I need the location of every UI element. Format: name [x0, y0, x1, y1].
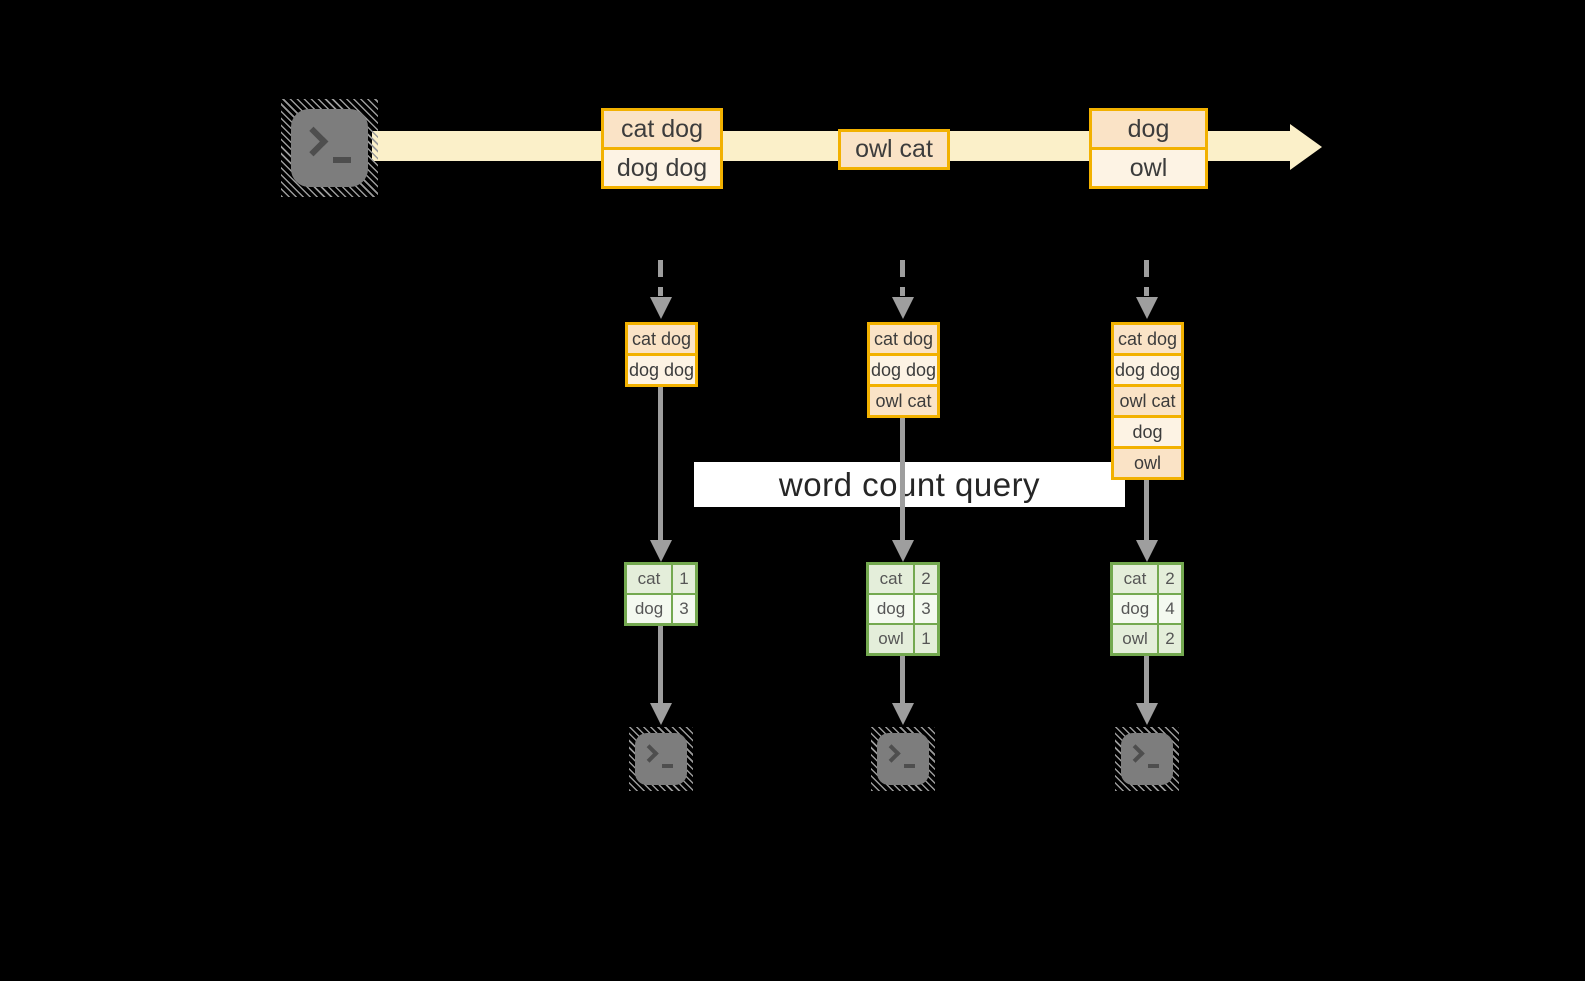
terminal-prompt-icon	[1126, 744, 1145, 763]
terminal-screen	[877, 733, 929, 785]
dashed-arrow-line	[900, 260, 905, 296]
sink-terminal-icon	[629, 727, 693, 791]
word-cell: cat	[627, 565, 671, 593]
state-box-1: cat dog dog dog	[625, 322, 698, 387]
state-row: dog dog	[870, 353, 937, 384]
arrowhead-icon	[892, 540, 914, 562]
terminal-cursor-icon	[904, 764, 915, 768]
record-row: dog dog	[604, 147, 720, 186]
dashed-arrowhead-icon	[1136, 297, 1158, 319]
count-cell: 1	[915, 625, 937, 653]
word-cell: owl	[1113, 625, 1157, 653]
connector-line	[658, 626, 663, 703]
count-cell: 2	[915, 565, 937, 593]
record-row: dog	[1092, 111, 1205, 147]
connector-line	[658, 387, 663, 540]
connector-line	[900, 418, 905, 540]
sink-terminal-icon	[871, 727, 935, 791]
connector-line	[1144, 480, 1149, 540]
count-cell: 4	[1159, 595, 1181, 623]
state-row: dog dog	[1114, 353, 1181, 384]
dashed-arrowhead-icon	[892, 297, 914, 319]
state-row: cat dog	[1114, 325, 1181, 353]
stream-batch-3: dog owl	[1089, 108, 1208, 189]
arrowhead-icon	[650, 540, 672, 562]
counts-table-2: cat 2 dog 3 owl 1	[866, 562, 940, 656]
word-cell: owl	[869, 625, 913, 653]
terminal-cursor-icon	[1148, 764, 1159, 768]
arrowhead-icon	[1136, 703, 1158, 725]
stream-batch-2: owl cat	[838, 129, 950, 170]
state-row: owl cat	[1114, 384, 1181, 415]
counts-table-1: cat 1 dog 3	[624, 562, 698, 626]
record-row: cat dog	[604, 111, 720, 147]
stream-batch-1: cat dog dog dog	[601, 108, 723, 189]
word-cell: cat	[1113, 565, 1157, 593]
dashed-arrow-line	[658, 260, 663, 296]
terminal-screen	[1121, 733, 1173, 785]
word-cell: dog	[627, 595, 671, 623]
state-row: owl cat	[870, 384, 937, 415]
count-cell: 3	[673, 595, 695, 623]
connector-line	[900, 656, 905, 703]
arrowhead-icon	[650, 703, 672, 725]
state-row: cat dog	[628, 325, 695, 353]
terminal-cursor-icon	[662, 764, 673, 768]
state-row: dog	[1114, 415, 1181, 446]
state-row: owl	[1114, 446, 1181, 477]
query-label: word count query	[778, 465, 1041, 503]
counts-table-3: cat 2 dog 4 owl 2	[1110, 562, 1184, 656]
source-terminal-icon	[281, 99, 378, 197]
stream-arrowhead-icon	[1290, 124, 1322, 170]
terminal-screen	[291, 109, 368, 187]
dashed-arrow-line	[1144, 260, 1149, 296]
dashed-arrowhead-icon	[650, 297, 672, 319]
terminal-prompt-icon	[882, 744, 901, 763]
terminal-screen	[635, 733, 687, 785]
query-banner: word count query	[694, 462, 1125, 507]
record-row: owl	[1092, 147, 1205, 186]
count-cell: 3	[915, 595, 937, 623]
connector-line	[1144, 656, 1149, 703]
count-cell: 2	[1159, 565, 1181, 593]
state-row: cat dog	[870, 325, 937, 353]
state-row: dog dog	[628, 353, 695, 384]
terminal-prompt-icon	[298, 126, 329, 157]
terminal-prompt-icon	[640, 744, 659, 763]
word-cell: cat	[869, 565, 913, 593]
count-cell: 2	[1159, 625, 1181, 653]
state-box-2: cat dog dog dog owl cat	[867, 322, 940, 418]
state-box-3: cat dog dog dog owl cat dog owl	[1111, 322, 1184, 480]
arrowhead-icon	[1136, 540, 1158, 562]
terminal-cursor-icon	[333, 157, 351, 163]
word-cell: dog	[869, 595, 913, 623]
count-cell: 1	[673, 565, 695, 593]
word-cell: dog	[1113, 595, 1157, 623]
sink-terminal-icon	[1115, 727, 1179, 791]
record-row: owl cat	[841, 132, 947, 167]
arrowhead-icon	[892, 703, 914, 725]
